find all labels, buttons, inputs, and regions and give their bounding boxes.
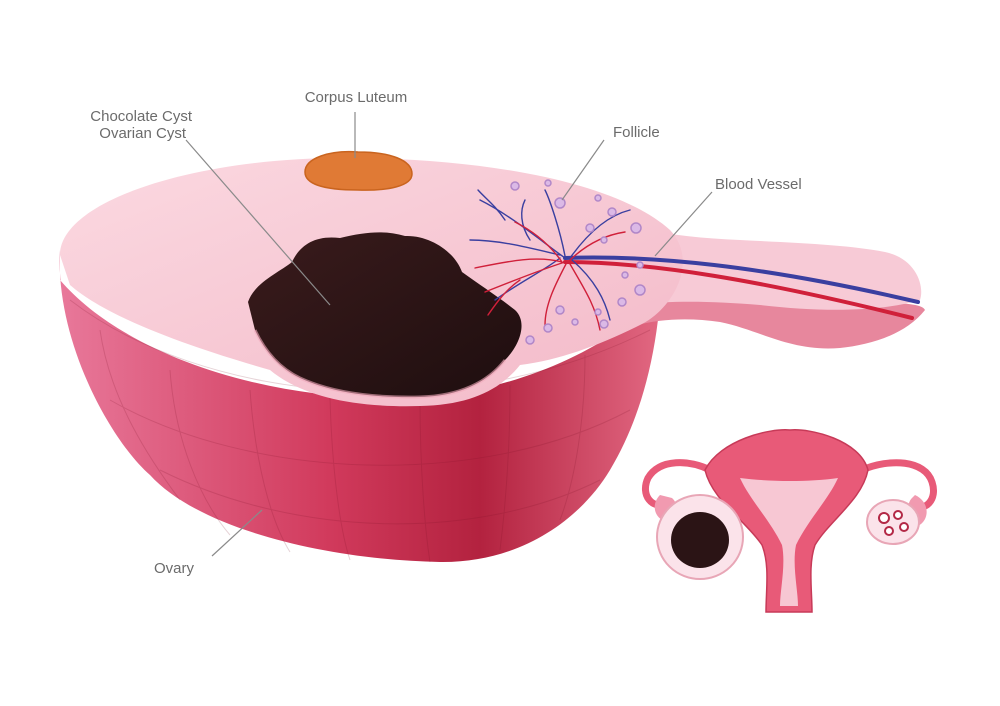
- left-fallopian-tube: [642, 459, 714, 509]
- label-corpus-luteum: Corpus Luteum: [305, 89, 408, 106]
- uterine-cavity: [740, 478, 838, 606]
- right-ovary-follicles: [878, 510, 909, 536]
- follicle: [621, 271, 629, 279]
- follicle: [555, 305, 565, 315]
- artery-main: [563, 260, 914, 320]
- follicle: [599, 319, 609, 329]
- right-ovary: [866, 499, 920, 545]
- follicle: [636, 261, 644, 269]
- follicle: [510, 181, 520, 191]
- labels: Corpus Luteum Chocolate Cyst Ovarian Cys…: [90, 89, 801, 577]
- follicle: [634, 284, 646, 296]
- follicle: [630, 222, 642, 234]
- follicle: [571, 318, 579, 326]
- uterus-inset: [642, 429, 937, 613]
- corpus-luteum: [304, 150, 413, 191]
- follicle: [554, 197, 566, 209]
- follicle: [525, 335, 535, 345]
- follicle: [585, 223, 595, 233]
- cyst-cavity: [248, 232, 522, 398]
- label-follicle: Follicle: [613, 124, 660, 141]
- chocolate-cyst: [248, 232, 522, 399]
- follicle: [594, 194, 602, 202]
- cyst-rim: [253, 329, 507, 399]
- left-ovary-cyst: [671, 512, 729, 568]
- label-blood-vessel: Blood Vessel: [715, 176, 802, 193]
- leader-follicle: [561, 139, 605, 201]
- label-ovarian-cyst: Ovarian Cyst: [99, 125, 187, 142]
- vein-main: [563, 255, 920, 304]
- follicles: [510, 179, 646, 345]
- follicle: [543, 323, 553, 333]
- ovary-side-wall: [59, 250, 661, 563]
- follicle: [617, 297, 627, 307]
- follicle: [594, 308, 602, 316]
- follicle: [600, 236, 608, 244]
- leader-chocolate-cyst: [185, 139, 331, 306]
- follicle: [544, 179, 552, 187]
- leader-ovary: [211, 509, 263, 557]
- leader-blood-vessel: [654, 191, 713, 257]
- follicle: [607, 207, 617, 217]
- blood-vessels: [469, 189, 920, 331]
- label-chocolate-cyst: Chocolate Cyst: [90, 108, 193, 125]
- leader-lines: [185, 112, 713, 557]
- label-ovary: Ovary: [154, 560, 195, 577]
